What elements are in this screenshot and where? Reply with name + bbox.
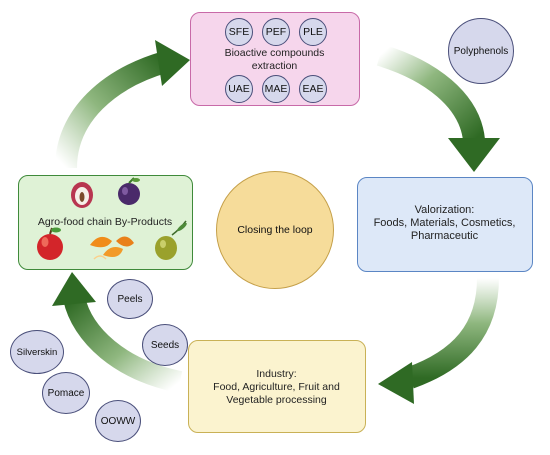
closing-the-loop-circle: Closing the loop	[216, 171, 334, 289]
byproduct-ooww: OOWW	[95, 400, 141, 442]
byproducts-box: Agro-food chain By-Products	[18, 175, 193, 270]
industry-line2: Food, Agriculture, Fruit and	[213, 381, 340, 393]
arrow-head-to-industry	[378, 362, 414, 404]
extraction-label: Bioactive compounds extraction	[191, 47, 358, 73]
valorization-line2: Foods, Materials, Cosmetics,	[373, 217, 516, 229]
byproducts-label: Agro-food chain By-Products	[37, 216, 173, 228]
polyphenols-chip: Polyphenols	[448, 18, 514, 84]
industry-line1: Industry:	[256, 368, 297, 380]
method-chip-uae: UAE	[225, 75, 253, 103]
valorization-box: Valorization: Foods, Materials, Cosmetic…	[357, 177, 533, 272]
olive-icon	[154, 220, 187, 260]
industry-box: Industry: Food, Agriculture, Fruit and V…	[188, 340, 366, 433]
valorization-line3: Pharmaceutic	[410, 230, 479, 242]
byproduct-seeds: Seeds	[142, 324, 188, 366]
arrow-to-extraction	[55, 51, 169, 169]
arrow-head-to-byproducts	[52, 272, 96, 306]
arrow-head-to-valorization	[448, 138, 500, 172]
apple-icon	[36, 227, 63, 260]
method-chip-eae: EAE	[299, 75, 327, 103]
byproduct-peels: Peels	[107, 279, 153, 319]
method-chip-sfe: SFE	[225, 18, 253, 46]
byproduct-silverskin: Silverskin	[10, 330, 64, 374]
plum-icon	[117, 176, 140, 205]
byproduct-pomace: Pomace	[42, 372, 90, 414]
fruit-icons	[36, 176, 187, 260]
method-chip-mae: MAE	[262, 75, 290, 103]
valorization-line1: Valorization:	[414, 204, 475, 216]
lychee-icon	[70, 181, 93, 208]
valorization-text: Valorization: Foods, Materials, Cosmetic…	[358, 204, 531, 243]
arrow-to-byproducts	[63, 295, 183, 393]
industry-text: Industry: Food, Agriculture, Fruit and V…	[189, 368, 364, 407]
arrow-head-to-extraction	[155, 40, 190, 86]
method-chip-pef: PEF	[262, 18, 290, 46]
closing-the-loop-label: Closing the loop	[237, 224, 313, 236]
method-chip-ple: PLE	[299, 18, 327, 46]
orange-peel-icon	[89, 235, 134, 260]
arrow-to-industry	[406, 277, 499, 389]
extraction-label-line1: Bioactive compounds	[224, 47, 325, 59]
industry-line3: Vegetable processing	[226, 394, 327, 406]
arrow-to-valorization	[376, 44, 485, 142]
extraction-label-line2: extraction	[251, 60, 298, 72]
extraction-box: SFE PEF PLE Bioactive compounds extracti…	[190, 12, 360, 106]
